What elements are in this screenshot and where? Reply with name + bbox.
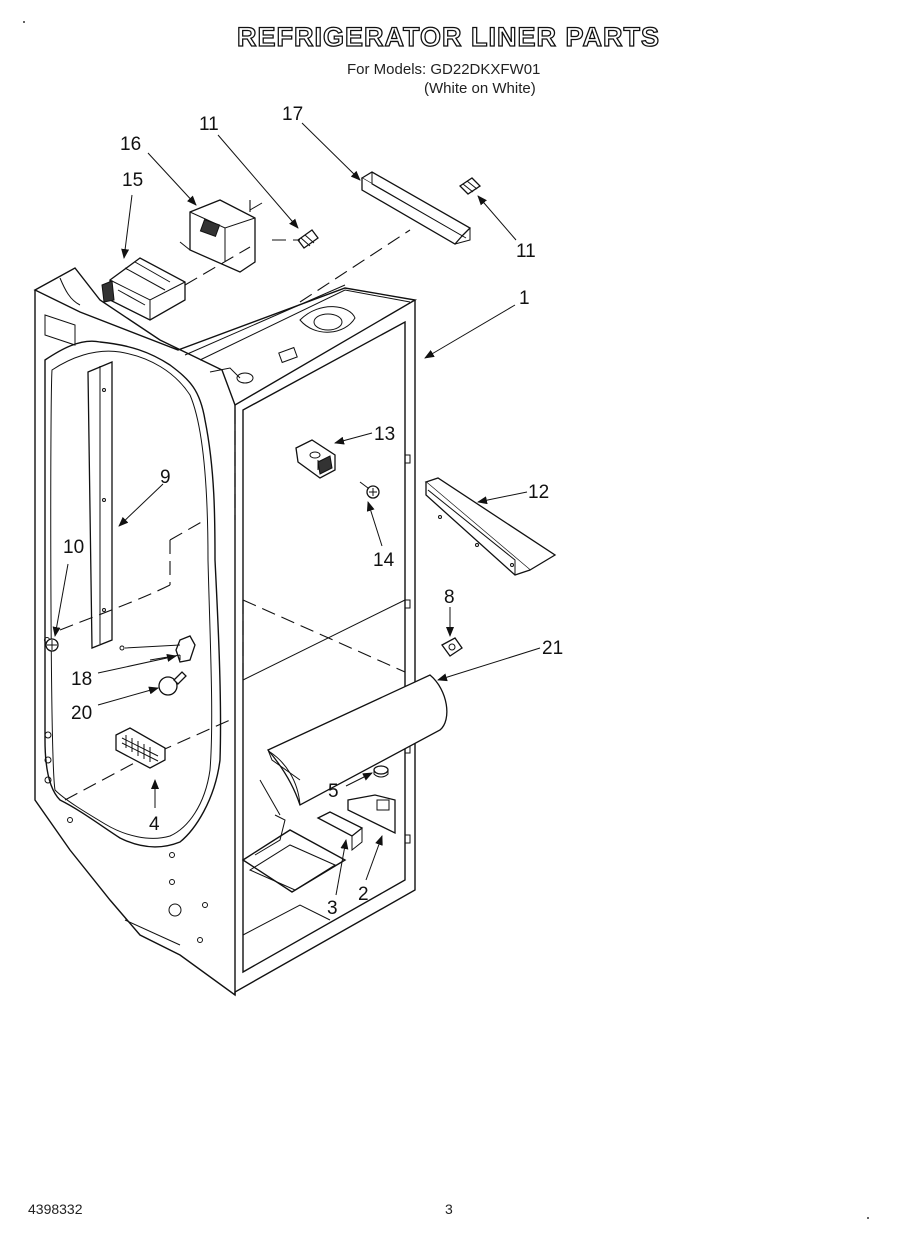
page-title: REFRIGERATOR LINER PARTS: [236, 21, 660, 52]
callout-12: 12: [528, 482, 549, 503]
callout-11a: 11: [199, 114, 219, 135]
liner-body: [33, 267, 418, 997]
arrow-17: [301, 122, 361, 181]
part-14-screw: [359, 481, 380, 499]
arrow-16: [147, 152, 197, 206]
document-number: 4398332: [28, 1201, 83, 1217]
arrow-1: [424, 304, 516, 359]
page-number: 3: [445, 1201, 453, 1217]
callout-labels: 16 15 11 17 11 1 13 14 12 9 10 8 21 18 2…: [63, 104, 563, 919]
callout-9: 9: [160, 467, 171, 488]
arrow-12: [477, 491, 528, 505]
arrow-20: [97, 686, 159, 706]
callout-16: 16: [120, 134, 141, 155]
arrow-5: [345, 772, 373, 787]
callout-5: 5: [328, 781, 339, 802]
part-15-housing: [101, 257, 186, 321]
part-4-shield: [115, 727, 166, 769]
arrow-3: [335, 839, 349, 896]
arrow-10: [52, 563, 69, 637]
callout-2: 2: [358, 884, 369, 905]
part-11-screw-top: [297, 229, 319, 249]
arrow-21: [437, 647, 541, 682]
part-20-bulb: [158, 671, 187, 696]
callout-13: 13: [374, 424, 395, 445]
part-2-bracket: [347, 794, 396, 835]
callout-17: 17: [282, 104, 303, 125]
part-16-bracket: [179, 199, 263, 273]
callout-3: 3: [327, 898, 338, 919]
callout-8: 8: [444, 587, 455, 608]
part-17-rail: [360, 171, 472, 245]
arrow-15: [121, 194, 133, 259]
callout-11b: 11: [516, 241, 536, 262]
part-5-plug: [373, 765, 389, 778]
color-note: (White on White): [424, 80, 536, 97]
part-18-socket: [119, 635, 196, 663]
arrow-14: [366, 501, 383, 547]
part-8-clip: [441, 637, 463, 657]
callout-1: 1: [519, 288, 530, 309]
callout-10: 10: [63, 537, 84, 558]
callout-18: 18: [71, 669, 92, 690]
arrow-11b: [477, 195, 517, 241]
callout-4: 4: [149, 814, 160, 835]
arrow-18: [97, 654, 177, 674]
assembly-lines: [179, 200, 411, 660]
part-12-rail: [424, 477, 557, 576]
arrow-11a: [217, 134, 299, 229]
part-3-bracket: [316, 811, 364, 852]
arrow-2: [365, 835, 383, 881]
callout-14: 14: [373, 550, 395, 571]
part-21-cover: [266, 674, 448, 806]
callout-20: 20: [71, 703, 92, 724]
callout-21: 21: [542, 638, 563, 659]
part-11-screw-right: [458, 177, 482, 195]
model-subtitle: For Models: GD22DKXFW01: [347, 61, 541, 78]
leader-arrows: [52, 122, 541, 896]
part-10-screw: [45, 638, 59, 652]
callout-15: 15: [122, 170, 143, 191]
arrow-9: [118, 483, 164, 527]
arrow-13: [334, 432, 373, 445]
part-13-bracket: [295, 439, 336, 479]
